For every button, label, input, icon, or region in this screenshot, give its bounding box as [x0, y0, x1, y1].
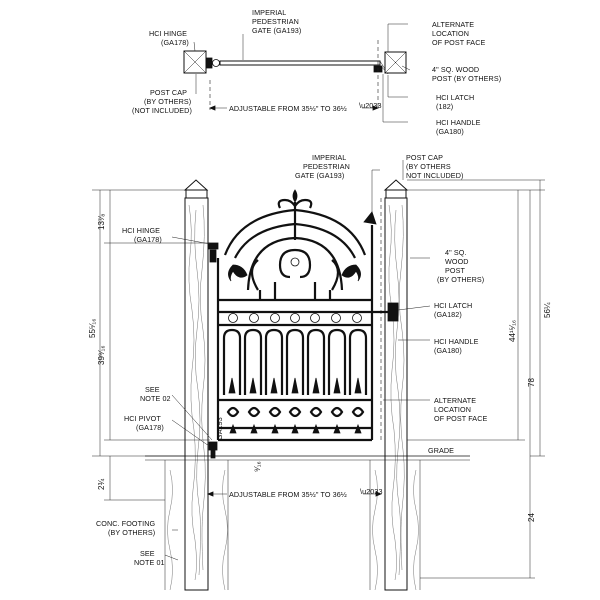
plan-hinge — [205, 57, 213, 69]
plan-label-latch: HCI LATCH(182) — [436, 93, 474, 111]
svg-text:\u2033: \u2033 — [360, 487, 383, 496]
elevation-view: GA193 55⁵⁄₁₆ 13⁷⁄₈ 39⁹⁄₁₆ 2¾ ⁹⁄ — [88, 153, 552, 591]
elev-label-latch: HCI LATCH(GA182) — [434, 301, 472, 319]
svg-text:\u2033: \u2033 — [359, 101, 382, 110]
gate-circle-row — [228, 313, 362, 323]
dim-total-left: 55⁵⁄₁₆ — [88, 319, 97, 338]
plan-gate-leaf — [219, 60, 381, 66]
plan-label-post-cap: POST CAP(BY OTHERS)(NOT INCLUDED) — [132, 88, 192, 115]
right-post — [383, 179, 409, 591]
gate-lower-ornaments — [226, 406, 365, 434]
dim-top-left: 13⁷⁄₈ — [97, 214, 106, 230]
dim-right-78: 78 — [527, 378, 536, 387]
gate-hinge — [207, 242, 219, 250]
dim-right-inner: 44¹⁵⁄₁₆ — [508, 320, 517, 342]
plan-label-handle: HCI HANDLE(GA180) — [436, 118, 481, 136]
gate-pivot — [208, 441, 218, 451]
svg-text:GA193: GA193 — [215, 417, 224, 440]
elev-label-handle: HCI HANDLE(GA180) — [434, 337, 479, 355]
dim-bottom-gap: ⁹⁄₁₆ — [253, 461, 262, 472]
dim-right-24: 24 — [527, 513, 536, 522]
gate-pickets — [222, 328, 368, 395]
left-post — [183, 179, 209, 591]
plan-label-hinge: HCI HINGE(GA178) — [149, 29, 189, 47]
dim-mid-left: 39⁹⁄₁₆ — [97, 345, 106, 365]
dim-below-grade: 2¾ — [97, 479, 106, 490]
elev-label-grade: GRADE — [428, 446, 454, 455]
gate-panel: GA193 — [207, 189, 399, 459]
elev-label-hinge: HCI HINGE(GA178) — [122, 226, 162, 244]
elev-adjustable-dim: ADJUSTABLE FROM 35½" TO 36½ — [229, 490, 347, 499]
plan-view: ADJUSTABLE FROM 35½" TO 36½ \u2033 HCI H… — [132, 8, 501, 136]
elev-label-pivot: HCI PIVOT(GA178) — [124, 414, 164, 432]
dim-right-outer: 56¼ — [543, 302, 552, 318]
plan-adjustable-dim: ADJUSTABLE FROM 35½" TO 36½ — [229, 104, 347, 113]
elev-label-footing: CONC. FOOTING(BY OTHERS) — [96, 519, 156, 537]
gate-finial — [277, 189, 313, 240]
